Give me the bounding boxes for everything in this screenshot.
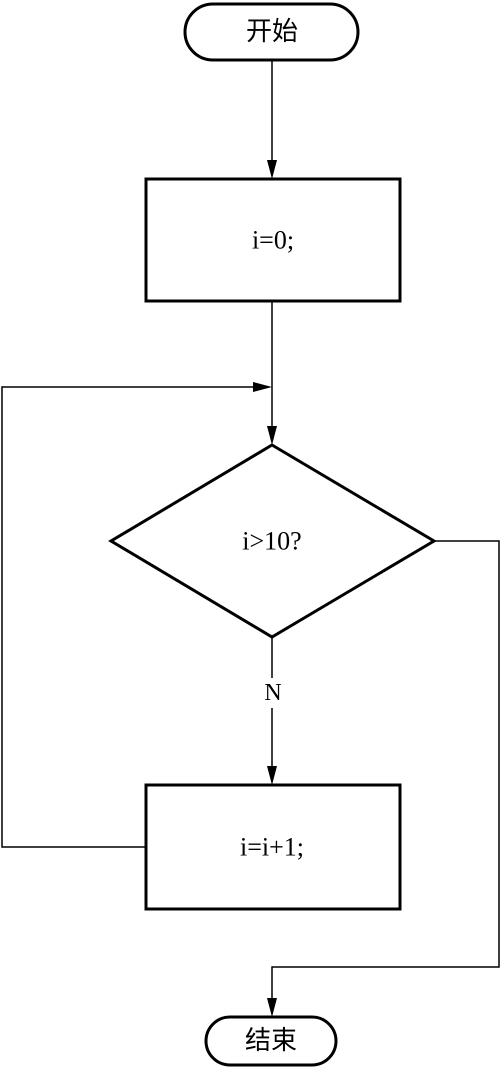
end-terminator-shape (204, 1015, 338, 1067)
arrowhead (267, 998, 277, 1017)
branch-no-label: N (264, 680, 281, 706)
connector-start-to-init (267, 60, 277, 179)
end-node: 结束 (204, 1015, 338, 1067)
condition-decision-node: i>10? (108, 443, 437, 639)
connector-init-to-condition (267, 301, 277, 445)
start-label: 开始 (246, 17, 298, 47)
connector-condition-exit (267, 540, 500, 1017)
init-process-shape (144, 177, 402, 303)
arrowhead (267, 160, 277, 179)
end-label: 结束 (245, 1026, 297, 1056)
init-label: i=0; (252, 226, 294, 255)
condition-label: i>10? (242, 527, 301, 556)
init-process-node: i=0; (144, 177, 402, 303)
arrowhead (267, 766, 277, 785)
connector-condition-no: N (264, 637, 282, 785)
connector-loop-back (1, 382, 272, 848)
increment-process-shape (144, 783, 402, 911)
start-node: 开始 (183, 2, 360, 62)
increment-label: i=i+1; (240, 833, 304, 862)
arrowhead (253, 382, 272, 392)
increment-process-node: i=i+1; (144, 783, 402, 911)
arrowhead (267, 426, 277, 445)
